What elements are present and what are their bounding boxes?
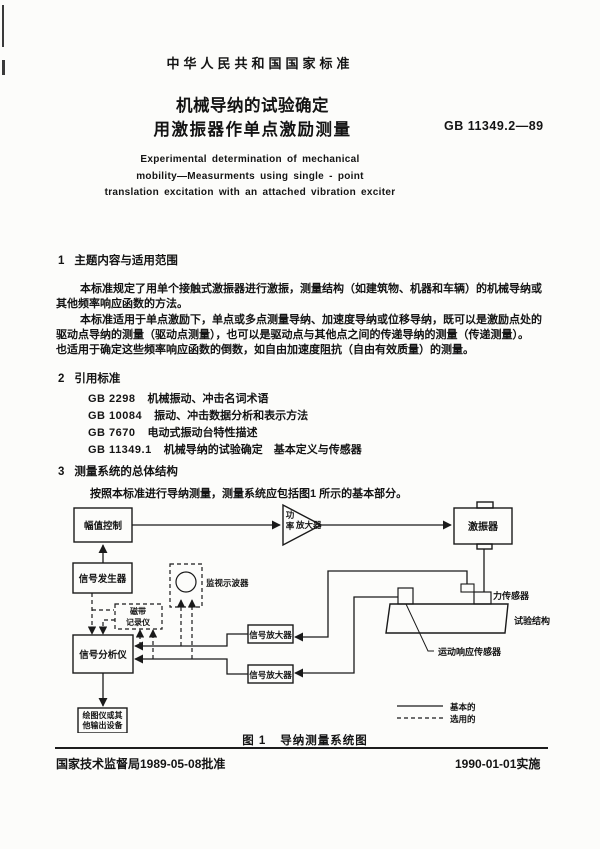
figure-caption-text: 导纳测量系统图: [280, 735, 368, 747]
signal-amplifier-box-1: [247, 624, 294, 644]
signal-analyzer-label: 信号分析仪: [79, 649, 127, 661]
standard-header: 中华人民共和国国家标准: [166, 56, 354, 71]
reference-item: GB 11349.1 机械导纳的试验确定 基本定义与传感器: [88, 441, 362, 457]
oscilloscope-box: [169, 563, 203, 608]
section-3-number: 3: [58, 466, 65, 478]
dashed-line-recorder-to-analyzer: [98, 619, 115, 635]
reference-name: 机械振动、冲击名词术语: [147, 393, 269, 405]
english-title-line-1: Experimental determination of mechanical: [140, 154, 360, 165]
signal-generator-box: [72, 562, 133, 594]
exciter-bottom-tab: [476, 543, 493, 550]
figure-caption-number: 图 1: [242, 735, 267, 747]
reference-item: GB 7670 电动式振动台特性描述: [88, 424, 258, 440]
signal-amplifier-label-1: 信号放大器: [249, 630, 292, 640]
force-sensor-box: [473, 591, 492, 605]
motion-sensor-box: [397, 587, 414, 605]
plotter-label-line-1: 绘图仪或其: [83, 710, 123, 720]
section-3-heading: 3 测量系统的总体结构: [58, 463, 178, 479]
section-1-para-1-line-2: 其他频率响应函数的方法。: [56, 298, 188, 310]
motion-sensor-label: 运动响应传感器: [438, 646, 502, 657]
power-amp-label-rest: 放大器: [295, 520, 322, 530]
recorder-label-line-1: 磁带: [130, 606, 146, 616]
english-title-line-3: translation excitation with an attached …: [104, 187, 396, 198]
amplitude-control-label: 幅值控制: [84, 520, 123, 532]
exciter-top-tab: [476, 501, 494, 509]
signal-amplifier-box-2: [247, 664, 294, 684]
power-amplifier-triangle: [282, 503, 323, 547]
section-1-number: 1: [58, 255, 65, 267]
standard-number: GB 11349.2—89: [444, 119, 544, 133]
line-amp2-to-analyzer: [134, 654, 248, 675]
reference-code: GB 7670: [88, 427, 136, 439]
legend-basic-label: 基本的: [449, 702, 476, 712]
signal-amplifier-label-2: 信号放大器: [249, 670, 292, 680]
reference-item: GB 2298 机械振动、冲击名词术语: [88, 390, 269, 406]
footer-implementation: 1990-01-01实施: [455, 757, 541, 771]
reference-item: GB 10084 振动、冲击数据分析和表示方法: [88, 407, 308, 423]
section-1-para-2-line-3: 也适用于确定这些频率响应函数的倒数，如自由加速度阻抗（自由有效质量）的测量。: [56, 344, 474, 356]
tape-recorder-box: [114, 603, 163, 630]
scan-artifact-line: [2, 5, 4, 47]
line-motion-sensor-to-amp2: [294, 596, 398, 678]
english-title-line-2: mobility—Measurments using single - poin…: [136, 171, 364, 182]
exciter-label: 激振器: [468, 520, 499, 533]
legend-optional-label: 选用的: [450, 714, 476, 724]
reference-code: GB 11349.1: [88, 444, 152, 456]
motion-sensor-pointer-line: [405, 603, 434, 652]
recorder-label-line-2: 记录仪: [126, 617, 151, 627]
section-2-number: 2: [58, 373, 65, 385]
section-2-heading: 2 引用标准: [58, 370, 120, 386]
reference-code: GB 2298: [88, 393, 136, 405]
scan-artifact-mark: [2, 60, 5, 75]
title-line-2: 用激振器作单点激励测量: [153, 121, 352, 139]
section-1-para-1-line-1: 本标准规定了用单个接触式激振器进行激振，测量结构（如建筑物、机器和车辆）的机械导…: [80, 283, 542, 295]
section-1-para-2-line-1: 本标准适用于单点激励下，单点或多点测量导纳、加速度导纳或位移导纳，既可以是激励点…: [80, 314, 542, 326]
reference-code: GB 10084: [88, 410, 143, 422]
oscilloscope-screen-icon: [175, 571, 197, 593]
section-3-title: 测量系统的总体结构: [74, 466, 178, 478]
section-3-para: 按照本标准进行导纳测量，测量系统应包括图1 所示的基本部分。: [90, 488, 408, 500]
title-line-1: 机械导纳的试验确定: [176, 97, 329, 115]
footer-approval: 国家技术监督局1989-05-08批准: [56, 757, 226, 771]
signal-generator-label: 信号发生器: [79, 573, 127, 585]
section-1-para-2-line-2: 驱动点导纳的测量（驱动点测量），也可以是驱动点与其他点之间的传递导纳的测量（传递…: [56, 329, 529, 341]
section-1-heading: 1 主题内容与适用范围: [58, 252, 178, 268]
test-structure-beam: [385, 603, 509, 634]
section-2-title: 引用标准: [74, 373, 121, 385]
power-amp-label-char-2: 率: [286, 521, 295, 531]
reference-name: 电动式振动台特性描述: [147, 427, 258, 439]
signal-analyzer-box: [72, 634, 134, 674]
section-1-title: 主题内容与适用范围: [74, 255, 178, 267]
oscilloscope-label: 监视示波器: [206, 578, 249, 588]
reference-name: 振动、冲击数据分析和表示方法: [154, 410, 309, 422]
plotter-output-box: [77, 707, 128, 733]
line-force-sensor-to-amp1: [294, 570, 468, 642]
plotter-label-line-2: 他输出设备: [82, 720, 124, 730]
force-sensor-label: 力传感器: [493, 590, 530, 601]
mobility-measurement-system-diagram: 幅值控制 信号发生器 信号分析仪 绘图仪或其 他输出设备 功 率 放大器 激振器…: [72, 501, 550, 733]
force-sensor-connector: [460, 583, 475, 593]
power-amp-label-char-1: 功: [286, 510, 295, 520]
amplitude-control-box: [73, 507, 133, 543]
footer-divider: [55, 747, 548, 749]
figure-caption: 图 1 导纳测量系统图: [0, 732, 600, 748]
reference-name: 机械导纳的试验确定 基本定义与传感器: [163, 444, 362, 456]
test-structure-label: 试验结构: [514, 615, 550, 626]
